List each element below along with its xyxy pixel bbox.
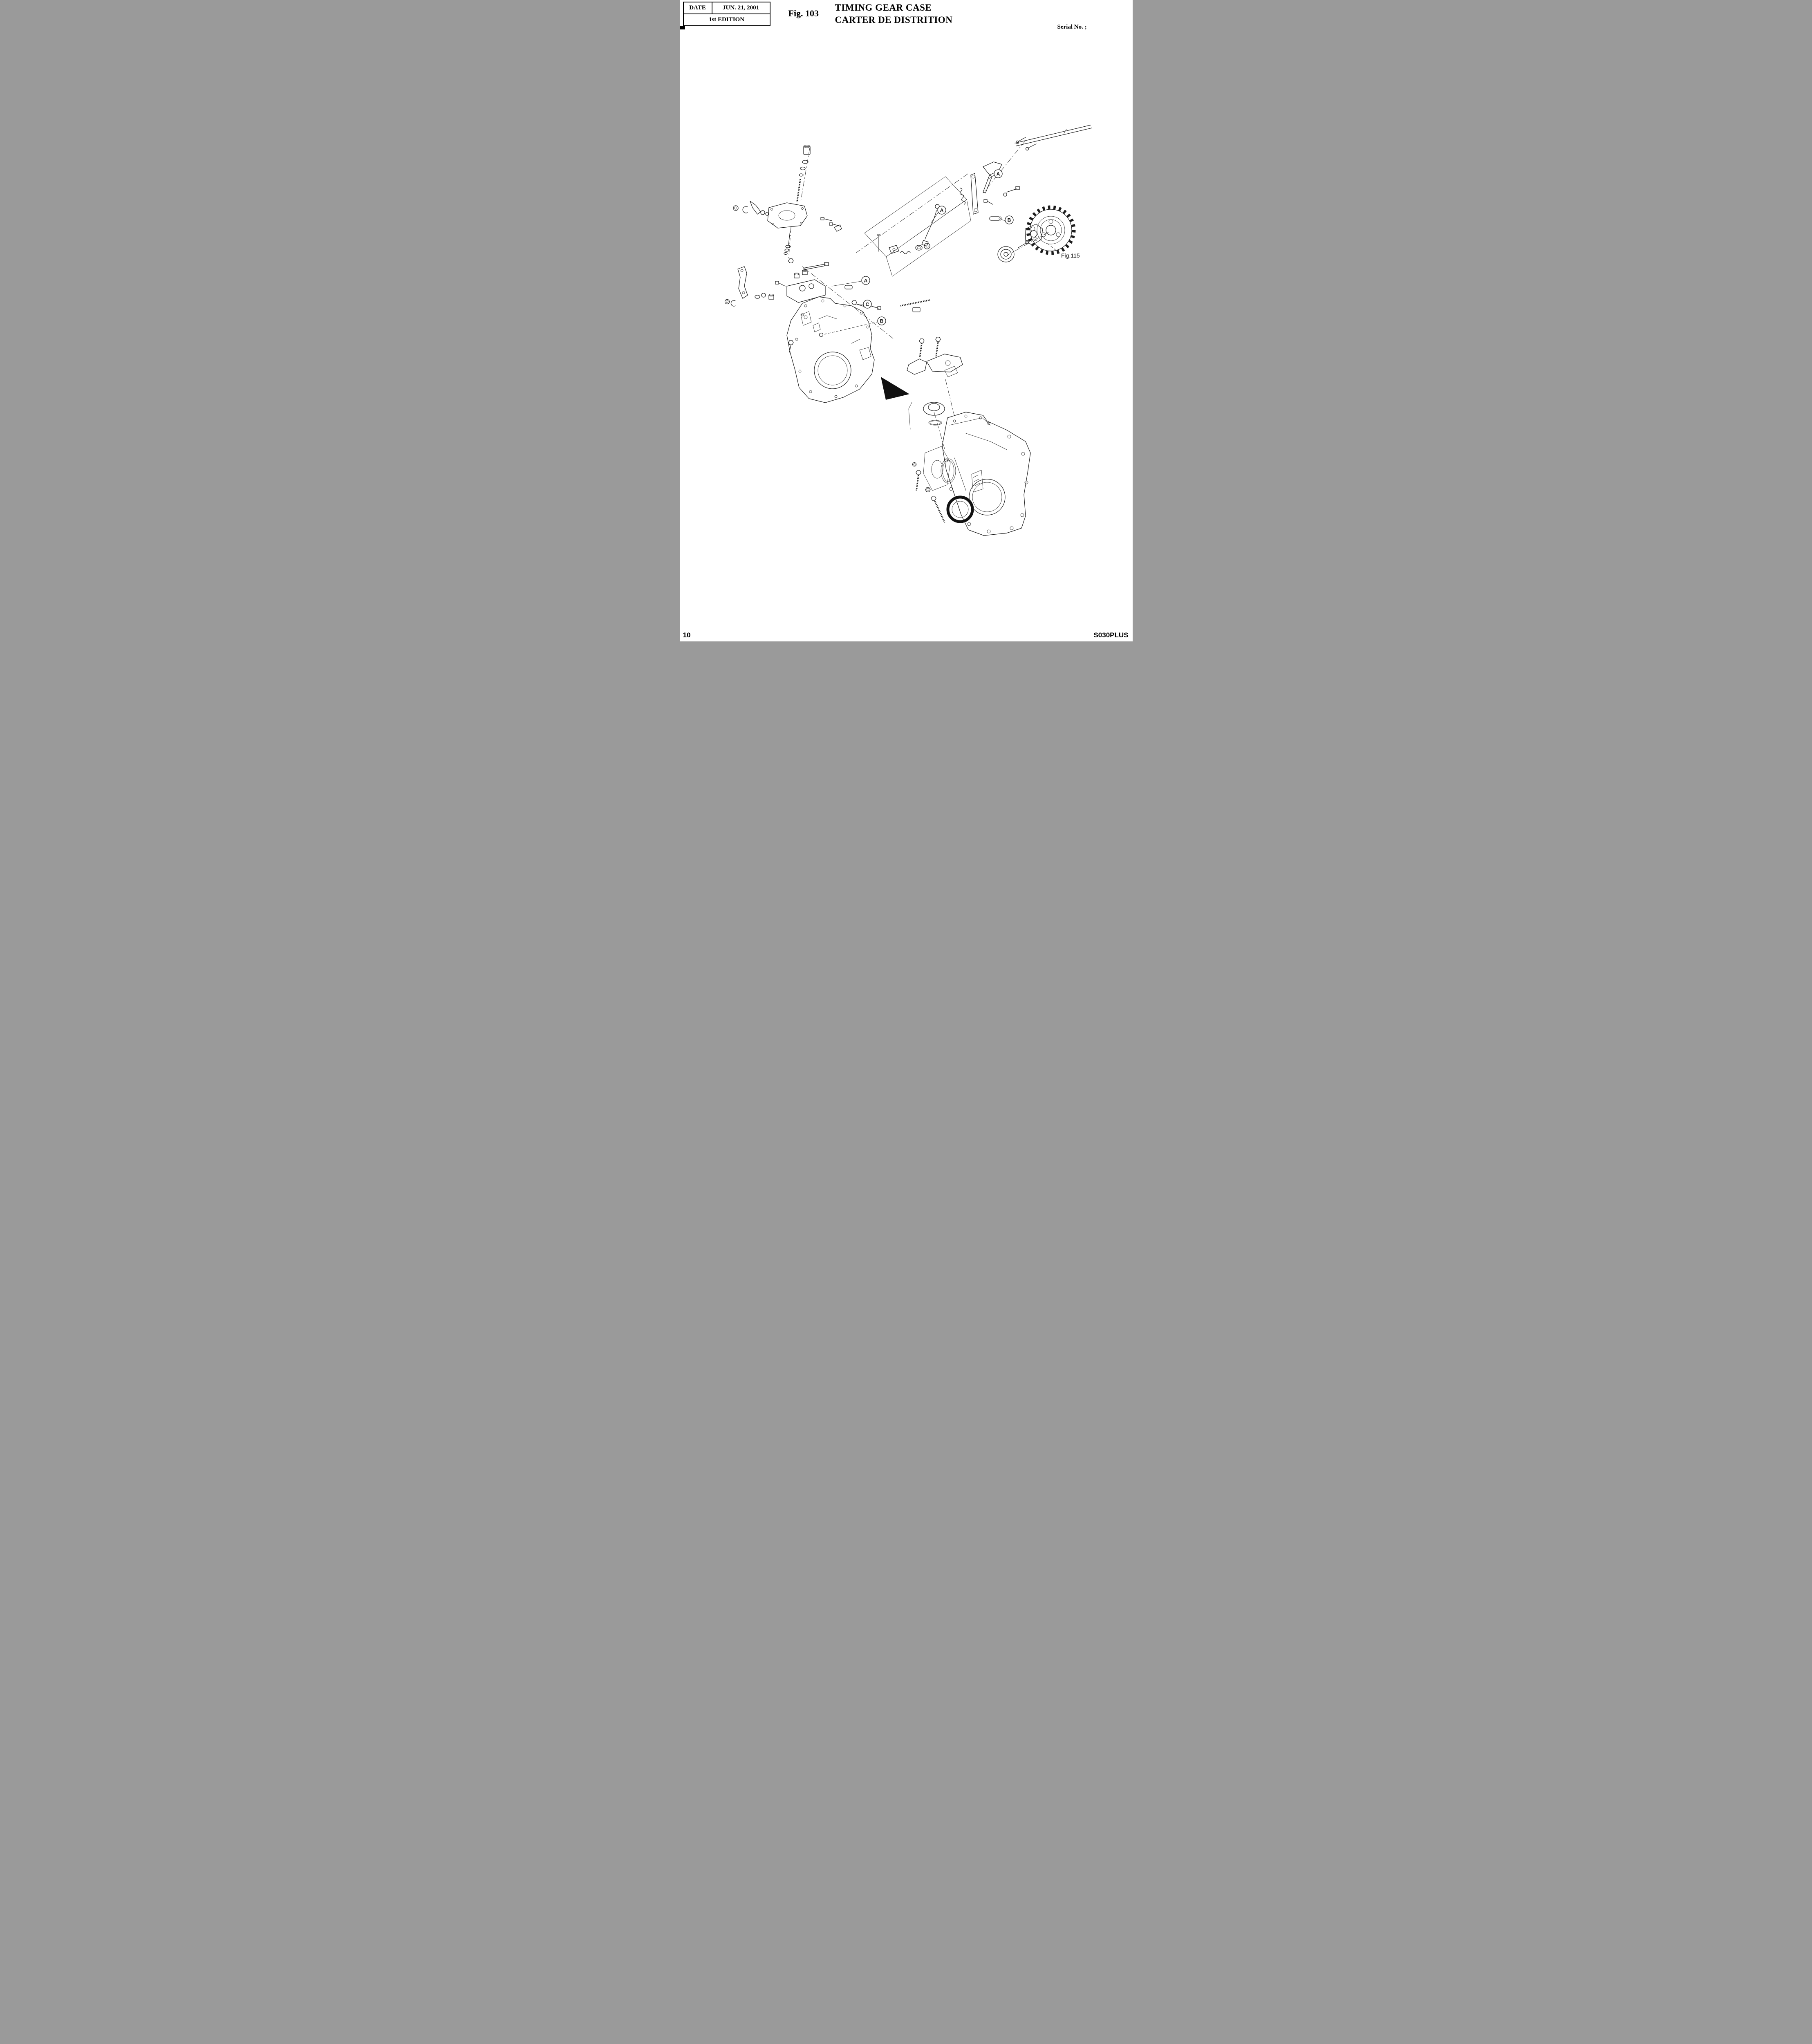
edition-label: 1st EDITION — [683, 13, 770, 26]
bracket-group — [906, 337, 963, 377]
figure-number: Fig. 103 — [788, 8, 819, 18]
margin-mark — [679, 26, 685, 29]
front-plate — [786, 296, 875, 403]
oil-cap-group — [908, 402, 945, 430]
svg-text:B: B — [880, 318, 883, 324]
title-french: CARTER DE DISTRITION — [835, 15, 953, 25]
page-title: TIMING GEAR CASE CARTER DE DISTRITION — [835, 2, 953, 26]
svg-text:A: A — [996, 171, 1000, 177]
svg-text:A: A — [864, 278, 867, 284]
catalog-page: DATE JUN. 21, 2001 1st EDITION Fig. 103 … — [679, 0, 1133, 641]
pump-group — [724, 266, 930, 337]
callout-b-right: B — [1004, 215, 1014, 224]
center-lines — [788, 141, 1048, 449]
callout-a-left: A — [861, 276, 870, 285]
date-edition-table: DATE JUN. 21, 2001 1st EDITION — [683, 2, 770, 26]
callout-c-left: C — [862, 300, 872, 309]
callout-b-left: B — [877, 316, 886, 325]
callout-a-center: A — [937, 206, 946, 215]
svg-text:C: C — [865, 302, 869, 307]
right-linkage-group — [959, 125, 1092, 221]
center-linkage-group — [877, 204, 940, 254]
page-number: 10 — [683, 631, 691, 639]
model-code: S030PLUS — [1093, 631, 1129, 639]
svg-text:A: A — [940, 208, 943, 213]
pointer-arrow — [880, 377, 909, 400]
callout-a-top-right: A — [993, 169, 1003, 178]
date-label: DATE — [683, 2, 712, 14]
camshaft-gear-group: Fig.115 — [997, 205, 1080, 262]
svg-text:B: B — [1007, 217, 1011, 223]
date-value: JUN. 21, 2001 — [711, 2, 770, 14]
exploded-parts-diagram: Fig.115 — [724, 125, 1092, 536]
timing-gear-case — [912, 412, 1031, 536]
fig-115-reference: Fig.115 — [1061, 252, 1080, 259]
serial-number-label: Serial No. ; — [1057, 24, 1087, 30]
governor-cover-group — [732, 145, 842, 270]
title-english: TIMING GEAR CASE — [835, 2, 932, 13]
panel-outline — [864, 176, 971, 277]
